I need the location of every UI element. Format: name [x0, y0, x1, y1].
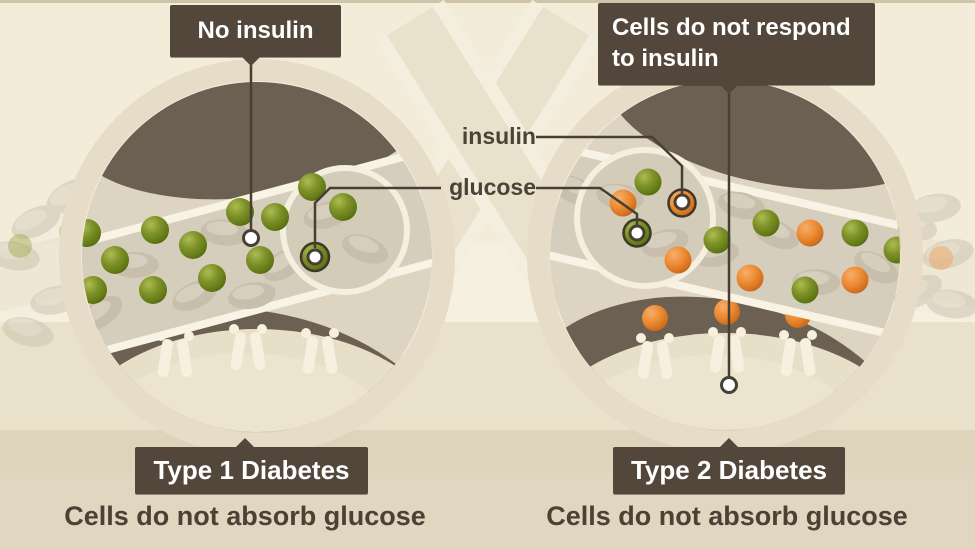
title-pointer [719, 438, 739, 448]
lens-rim [59, 59, 455, 455]
callout-pointer [719, 84, 739, 94]
insulin-dot-on-receptor [714, 299, 740, 325]
title-box-type2: Type 2 Diabetes [613, 438, 845, 494]
title-pointer [235, 438, 255, 448]
glucose-dot [198, 264, 226, 292]
insulin-label: insulin [461, 123, 536, 149]
glucose-dot-labeled [622, 218, 652, 248]
insulin-dot [664, 246, 692, 274]
glucose-dot [82, 219, 101, 247]
faded-glucose-dot [8, 234, 32, 258]
title-type1-text: Type 1 Diabetes [153, 455, 350, 485]
glucose-dot [841, 219, 869, 247]
insulin-dot [796, 219, 824, 247]
type2-magnified-view [525, 55, 925, 455]
glucose-dot [101, 246, 129, 274]
callout-pointer [241, 56, 261, 66]
glucose-dot [634, 168, 662, 196]
callout-respond-text: Cells do not respond to insulin [612, 14, 851, 72]
caption-type2: Cells do not absorb glucose [546, 501, 908, 531]
glucose-dot [139, 276, 167, 304]
glucose-label: glucose [449, 174, 536, 200]
glucose-dot [246, 246, 274, 274]
glucose-dot [791, 276, 819, 304]
callout-no-insulin: No insulin [170, 5, 341, 66]
callout-no-insulin-text: No insulin [197, 17, 314, 44]
faded-insulin-dot [929, 246, 953, 270]
callout-cells-do-not-respond: Cells do not respond to insulin [598, 3, 875, 94]
insulin-dot [609, 189, 637, 217]
glucose-dot [261, 203, 289, 231]
glucose-dot-labeled [299, 241, 331, 273]
glucose-dot [226, 198, 254, 226]
insulin-dot-on-receptor [642, 305, 668, 331]
caption-type1: Cells do not absorb glucose [64, 501, 426, 531]
glucose-dot [179, 231, 207, 259]
title-box-type1: Type 1 Diabetes [135, 438, 368, 494]
glucose-dot [883, 236, 900, 264]
vessel-pouch [574, 147, 716, 289]
insulin-dot-labeled [667, 188, 697, 218]
glucose-dot [141, 216, 169, 244]
glucose-dot [329, 193, 357, 221]
glucose-dot [752, 209, 780, 237]
glucose-dot [703, 226, 731, 254]
glucose-dot [298, 173, 326, 201]
title-type2-text: Type 2 Diabetes [630, 455, 828, 485]
insulin-dot [736, 264, 764, 292]
type1-magnified-view [57, 57, 457, 457]
insulin-dot [841, 266, 869, 294]
